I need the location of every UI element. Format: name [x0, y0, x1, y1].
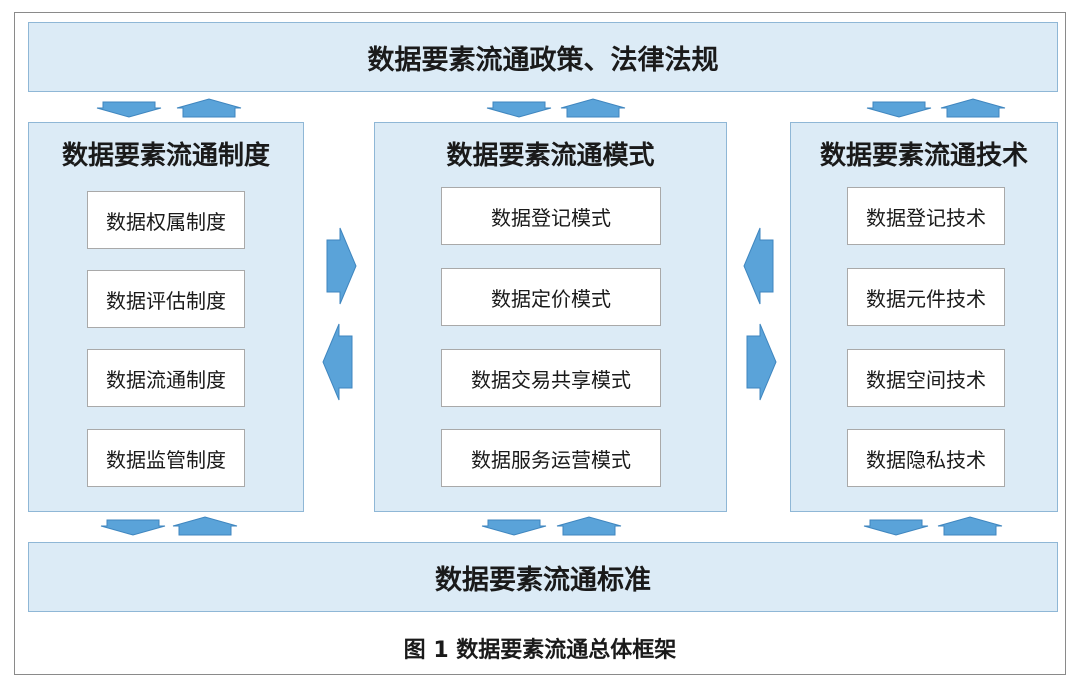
side-arrows [322, 227, 777, 401]
institution-panel: 数据要素流通制度 数据权属制度 数据评估制度 数据流通制度 数据监管制度 [28, 122, 304, 512]
up-arrow-icon [560, 98, 626, 118]
up-arrow-icon [172, 516, 238, 536]
technology-item-registration: 数据登记技术 [847, 187, 1005, 245]
technology-panel: 数据要素流通技术 数据登记技术 数据元件技术 数据空间技术 数据隐私技术 [790, 122, 1058, 512]
institution-item-supervision: 数据监管制度 [87, 429, 245, 487]
up-arrow-icon [937, 516, 1003, 536]
down-arrow-icon [100, 519, 166, 536]
mode-item-trading-sharing: 数据交易共享模式 [441, 349, 661, 407]
standard-band: 数据要素流通标准 [28, 542, 1058, 612]
policy-law-label: 数据要素流通政策、法律法规 [367, 44, 719, 76]
technology-item-privacy: 数据隐私技术 [847, 429, 1005, 487]
left-arrow-icon [743, 227, 774, 305]
mode-title: 数据要素流通模式 [446, 141, 655, 171]
technology-item-space: 数据空间技术 [847, 349, 1005, 407]
left-arrow-icon [322, 323, 353, 401]
down-arrow-icon [481, 519, 547, 536]
up-arrow-icon [940, 98, 1006, 118]
institution-title: 数据要素流通制度 [61, 141, 270, 171]
standard-label: 数据要素流通标准 [435, 564, 651, 596]
down-arrow-icon [866, 101, 932, 118]
policy-law-band: 数据要素流通政策、法律法规 [28, 22, 1058, 92]
institution-item-ownership: 数据权属制度 [87, 191, 245, 249]
mode-item-service-operation: 数据服务运营模式 [441, 429, 661, 487]
mode-panel: 数据要素流通模式 数据登记模式 数据定价模式 数据交易共享模式 数据服务运营模式 [374, 122, 727, 512]
technology-item-element: 数据元件技术 [847, 268, 1005, 326]
bottom-arrows [100, 516, 1003, 536]
mode-item-registration: 数据登记模式 [441, 187, 661, 245]
figure-caption: 图 1 数据要素流通总体框架 [403, 638, 677, 663]
up-arrow-icon [556, 516, 622, 536]
top-arrows [96, 98, 1006, 118]
institution-item-evaluation: 数据评估制度 [87, 270, 245, 328]
right-arrow-icon [326, 227, 357, 305]
technology-title: 数据要素流通技术 [819, 141, 1028, 171]
right-arrow-icon [746, 323, 777, 401]
down-arrow-icon [486, 101, 552, 118]
down-arrow-icon [863, 519, 929, 536]
up-arrow-icon [176, 98, 242, 118]
mode-item-pricing: 数据定价模式 [441, 268, 661, 326]
down-arrow-icon [96, 101, 162, 118]
institution-item-circulation: 数据流通制度 [87, 349, 245, 407]
